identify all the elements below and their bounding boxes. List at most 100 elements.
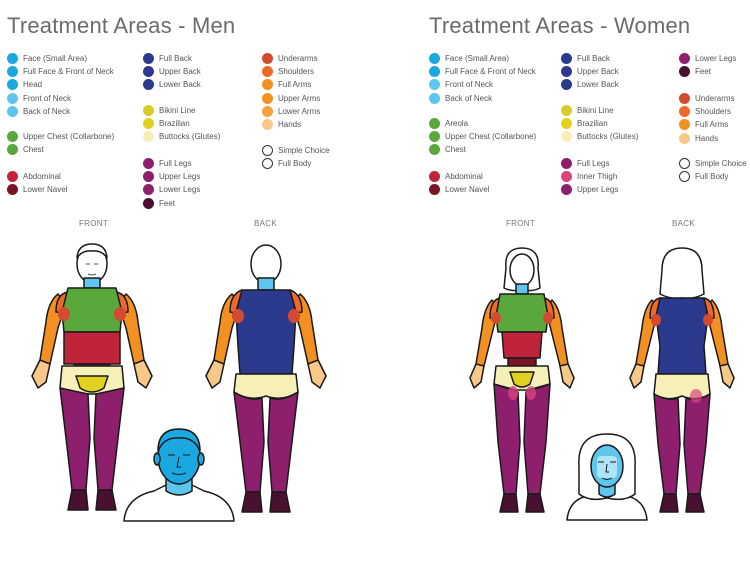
legend-label: Lower Navel: [445, 185, 490, 195]
women-front-right-arm[interactable]: [545, 299, 575, 385]
women-back-right-leg[interactable]: [683, 393, 711, 495]
women-front-left-arm[interactable]: [469, 299, 499, 385]
men-front-brazilian[interactable]: [75, 375, 109, 393]
legend-swatch: [143, 118, 154, 130]
legend-swatch: [7, 184, 18, 196]
men-back-right-underarm[interactable]: [288, 309, 300, 323]
women-panel: Treatment Areas - Women Face (Small Area…: [375, 0, 750, 566]
women-front-right-leg[interactable]: [523, 383, 551, 495]
legend-swatch: [679, 132, 690, 144]
women-front-brazilian[interactable]: [509, 371, 535, 388]
women-front-right-underarm[interactable]: [543, 312, 553, 324]
men-front-abdomen[interactable]: [63, 331, 121, 365]
women-front-abdomen[interactable]: [501, 331, 543, 359]
women-back-right-underarm[interactable]: [703, 314, 713, 326]
women-back-left-underarm[interactable]: [651, 314, 661, 326]
legend-label: Full Arms: [695, 120, 729, 130]
men-back-buttocks[interactable]: [233, 373, 299, 399]
legend-label: Upper Legs: [577, 185, 619, 195]
legend-swatch: [262, 92, 273, 104]
legend-label: Chest: [445, 145, 466, 155]
legend-label: Upper Back: [159, 67, 201, 77]
legend-swatch: [679, 106, 690, 118]
women-back-hair: [659, 247, 705, 300]
men-back-left-hand[interactable]: [205, 359, 225, 389]
legend-label: Hands: [695, 133, 719, 143]
women-front-neck[interactable]: [515, 283, 529, 295]
legend-swatch: [679, 171, 690, 183]
women-back-left-leg[interactable]: [653, 393, 681, 495]
women-front-head[interactable]: [509, 253, 535, 287]
men-front-left-hand[interactable]: [31, 359, 51, 389]
women-back-left-arm[interactable]: [629, 299, 659, 385]
women-back-full-back[interactable]: [655, 297, 709, 375]
legend-label: Face (Small Area): [445, 54, 510, 63]
legend-label: Full Legs: [159, 159, 192, 168]
legend-label: Areola: [445, 119, 469, 128]
women-front-left-underarm[interactable]: [491, 312, 501, 324]
legend-swatch: [7, 131, 18, 142]
legend-label: Lower Legs: [159, 185, 201, 195]
women-front-left-leg[interactable]: [493, 383, 521, 495]
women-back-right-arm[interactable]: [705, 299, 735, 385]
legend-swatch: [143, 131, 154, 143]
legend-label: Front of Neck: [445, 80, 494, 90]
men-front-right-foot[interactable]: [95, 489, 117, 511]
legend-label: Full Back: [577, 54, 610, 63]
men-front-left-leg[interactable]: [59, 387, 91, 491]
legend-swatch: [561, 131, 572, 143]
men-front-left-underarm[interactable]: [58, 307, 70, 321]
men-back-left-underarm[interactable]: [232, 309, 244, 323]
legend-swatch: [7, 79, 18, 91]
men-back-right-leg[interactable]: [267, 391, 299, 493]
men-front-right-hand[interactable]: [133, 359, 153, 389]
men-back-left-foot[interactable]: [241, 491, 263, 513]
legend-swatch: [679, 93, 690, 104]
women-front-right-hand[interactable]: [559, 363, 575, 389]
women-front-right-inner-thigh[interactable]: [526, 386, 536, 400]
legend-swatch: [7, 92, 18, 104]
legend-label: Back of Neck: [23, 106, 71, 116]
legend-swatch: [679, 158, 690, 169]
women-back-left-hand[interactable]: [629, 363, 645, 389]
legend-swatch: [262, 79, 273, 91]
legend-label: Front of Neck: [23, 93, 72, 103]
men-front-right-underarm[interactable]: [114, 307, 126, 321]
legend-label: Full Face & Front of Neck: [445, 67, 536, 77]
women-title: Treatment Areas - Women: [429, 13, 691, 38]
women-front-left-hand[interactable]: [469, 363, 485, 389]
legend-swatch: [143, 158, 154, 169]
women-front-label: FRONT: [506, 219, 536, 228]
legend-label: Buttocks (Glutes): [159, 132, 221, 142]
men-front-chest[interactable]: [61, 287, 123, 333]
legend-swatch: [143, 79, 154, 91]
men-front-left-foot[interactable]: [67, 489, 89, 511]
women-front-chest[interactable]: [495, 293, 549, 333]
men-back-full-back[interactable]: [235, 289, 297, 375]
men-front-neck[interactable]: [83, 277, 101, 289]
women-front-left-foot[interactable]: [499, 493, 519, 513]
women-front-left-inner-thigh[interactable]: [508, 386, 518, 400]
women-back-right-foot[interactable]: [685, 493, 705, 513]
legend-swatch: [561, 118, 572, 130]
men-back-right-foot[interactable]: [269, 491, 291, 513]
legend-swatch: [561, 105, 572, 116]
legend-swatch: [262, 105, 273, 117]
men-bust-head[interactable]: [157, 428, 201, 452]
women-front-right-foot[interactable]: [525, 493, 545, 513]
men-back-right-hand[interactable]: [307, 359, 327, 389]
men-front-figure: [31, 243, 153, 511]
men-back-neck[interactable]: [257, 277, 275, 291]
legend-swatch: [143, 197, 154, 209]
legend-swatch: [429, 66, 440, 78]
women-back-inner-thigh[interactable]: [690, 389, 702, 403]
legend-swatch: [7, 144, 18, 156]
legend-swatch: [262, 145, 273, 156]
women-back-right-hand[interactable]: [719, 363, 735, 389]
women-back-left-foot[interactable]: [659, 493, 679, 513]
men-back-left-leg[interactable]: [233, 391, 265, 493]
legend-label: Lower Navel: [23, 185, 68, 195]
legend-label: Upper Legs: [159, 172, 201, 182]
legend-label: Lower Legs: [695, 54, 737, 63]
legend-swatch: [561, 53, 572, 64]
